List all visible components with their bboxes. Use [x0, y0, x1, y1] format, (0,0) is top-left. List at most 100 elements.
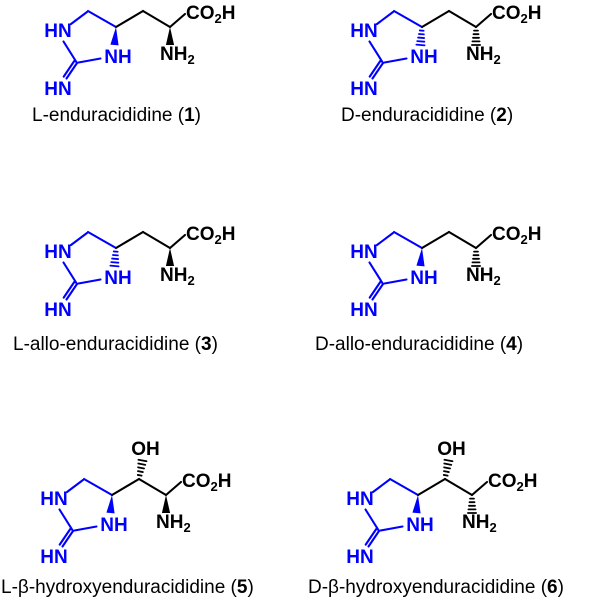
structure-4: HN NH HN CO2H NH2 — [350, 224, 541, 321]
atom-label-ring-hn-top: HN — [350, 242, 377, 263]
atom-label-carboxyl: CO2H — [186, 3, 235, 26]
bond — [168, 233, 187, 250]
bond — [364, 528, 378, 546]
bond — [388, 477, 420, 497]
bond — [371, 478, 391, 494]
bond — [77, 57, 102, 64]
bond — [77, 278, 102, 285]
structure-1: HN NH HN CO2H NH2 — [44, 3, 235, 100]
hash-bond — [137, 458, 148, 463]
bond — [114, 230, 145, 250]
atom-label-amine: NH2 — [156, 512, 191, 535]
molecule-3-number: 3 — [201, 334, 212, 355]
bond — [443, 477, 474, 497]
atom-label-hydroxyl: OH — [437, 439, 466, 460]
molecule-5-number: 5 — [236, 577, 248, 598]
bond — [447, 9, 478, 29]
bond — [65, 61, 79, 80]
atom-label-imine-hn: HN — [44, 79, 71, 100]
atom-label-ring-nh-bottom: NH — [406, 515, 433, 536]
bond — [110, 477, 141, 497]
atom-label-carboxyl: CO2H — [186, 224, 235, 247]
hash-bond — [415, 43, 426, 47]
atom-label-carboxyl: CO2H — [492, 3, 541, 26]
bond — [383, 57, 408, 64]
bond — [168, 12, 187, 29]
atom-label-carboxyl: CO2H — [488, 471, 537, 494]
bond — [73, 525, 98, 532]
molecule-6-name-text: D-β-hydroxyenduracididine ( — [308, 577, 548, 598]
bond — [69, 231, 89, 247]
bond — [62, 261, 79, 286]
atom-label-carboxyl: CO2H — [492, 224, 541, 247]
atom-label-ring-hn-top: HN — [44, 242, 71, 263]
bond — [62, 40, 79, 65]
molecule-3-name: L-allo-enduracididine (3) — [13, 334, 218, 356]
hash-bond — [110, 261, 120, 264]
structure-2: HN NH HN CO2H NH2 — [350, 3, 541, 100]
atom-label-amine: NH2 — [466, 44, 501, 67]
bond — [420, 230, 451, 250]
molecule-1-name: L-enduracididine (1) — [32, 105, 201, 127]
hash-bond — [417, 36, 426, 39]
bond — [114, 9, 145, 29]
atom-label-carboxyl: CO2H — [182, 471, 231, 494]
molecule-6-name-close: ) — [557, 577, 564, 598]
atom-label-amine: NH2 — [466, 265, 501, 288]
bond — [470, 480, 489, 497]
atom-label-ring-hn-top: HN — [346, 489, 373, 510]
molecule-2-name: D-enduracididine (2) — [341, 105, 513, 127]
bond — [86, 9, 118, 29]
molecule-5-name: L-β-hydroxyenduracididine (5) — [1, 577, 254, 599]
hash-bond — [443, 470, 450, 473]
molecule-1-name-close: ) — [194, 105, 201, 126]
molecule-5-name-close: ) — [247, 577, 254, 598]
molecule-4-number: 4 — [506, 334, 517, 355]
hash-bond — [442, 474, 449, 477]
atom-label-imine-hn: HN — [40, 547, 67, 568]
hash-bond — [109, 264, 120, 268]
bond — [69, 10, 89, 26]
atom-label-amine: NH2 — [160, 44, 195, 67]
hash-bond — [443, 466, 451, 470]
bond — [420, 9, 451, 29]
wedge-bond — [165, 27, 175, 45]
bond — [368, 60, 382, 78]
hash-bond — [111, 257, 120, 260]
hash-bond — [136, 474, 143, 477]
bond — [65, 282, 79, 301]
bond — [141, 9, 172, 29]
atom-label-imine-hn: HN — [44, 300, 71, 321]
bond — [375, 231, 395, 247]
atom-label-ring-hn-top: HN — [350, 21, 377, 42]
bond — [474, 233, 493, 250]
bond — [447, 230, 478, 250]
bond — [164, 480, 183, 497]
molecule-1-name-text: L-enduracididine ( — [32, 105, 185, 126]
atom-label-ring-nh-bottom: NH — [104, 47, 131, 68]
atom-label-imine-hn: HN — [350, 79, 377, 100]
molecule-4-name-close: ) — [516, 334, 524, 355]
wedge-bond — [165, 248, 175, 266]
bond — [65, 478, 85, 494]
hash-bond — [443, 458, 454, 463]
hash-bond — [137, 462, 147, 466]
atom-label-imine-hn: HN — [350, 300, 377, 321]
molecule-4-name-text: D-allo-enduracididine ( — [315, 334, 507, 355]
molecule-3-name-text: L-allo-enduracididine ( — [13, 334, 201, 355]
bond — [379, 525, 404, 532]
hash-bond — [443, 462, 453, 466]
atom-label-ring-hn-top: HN — [44, 21, 71, 42]
bond — [141, 230, 172, 250]
wedge-bond — [161, 495, 171, 513]
bond — [82, 477, 114, 497]
bond — [392, 9, 424, 29]
atom-label-ring-nh-bottom: NH — [410, 268, 437, 289]
atom-label-ring-hn-top: HN — [40, 489, 67, 510]
molecule-5-name-text: L-β-hydroxyenduracididine ( — [1, 577, 237, 598]
atom-label-ring-nh-bottom: NH — [104, 268, 131, 289]
atom-label-ring-nh-bottom: NH — [410, 47, 437, 68]
molecule-6-number: 6 — [547, 577, 558, 598]
